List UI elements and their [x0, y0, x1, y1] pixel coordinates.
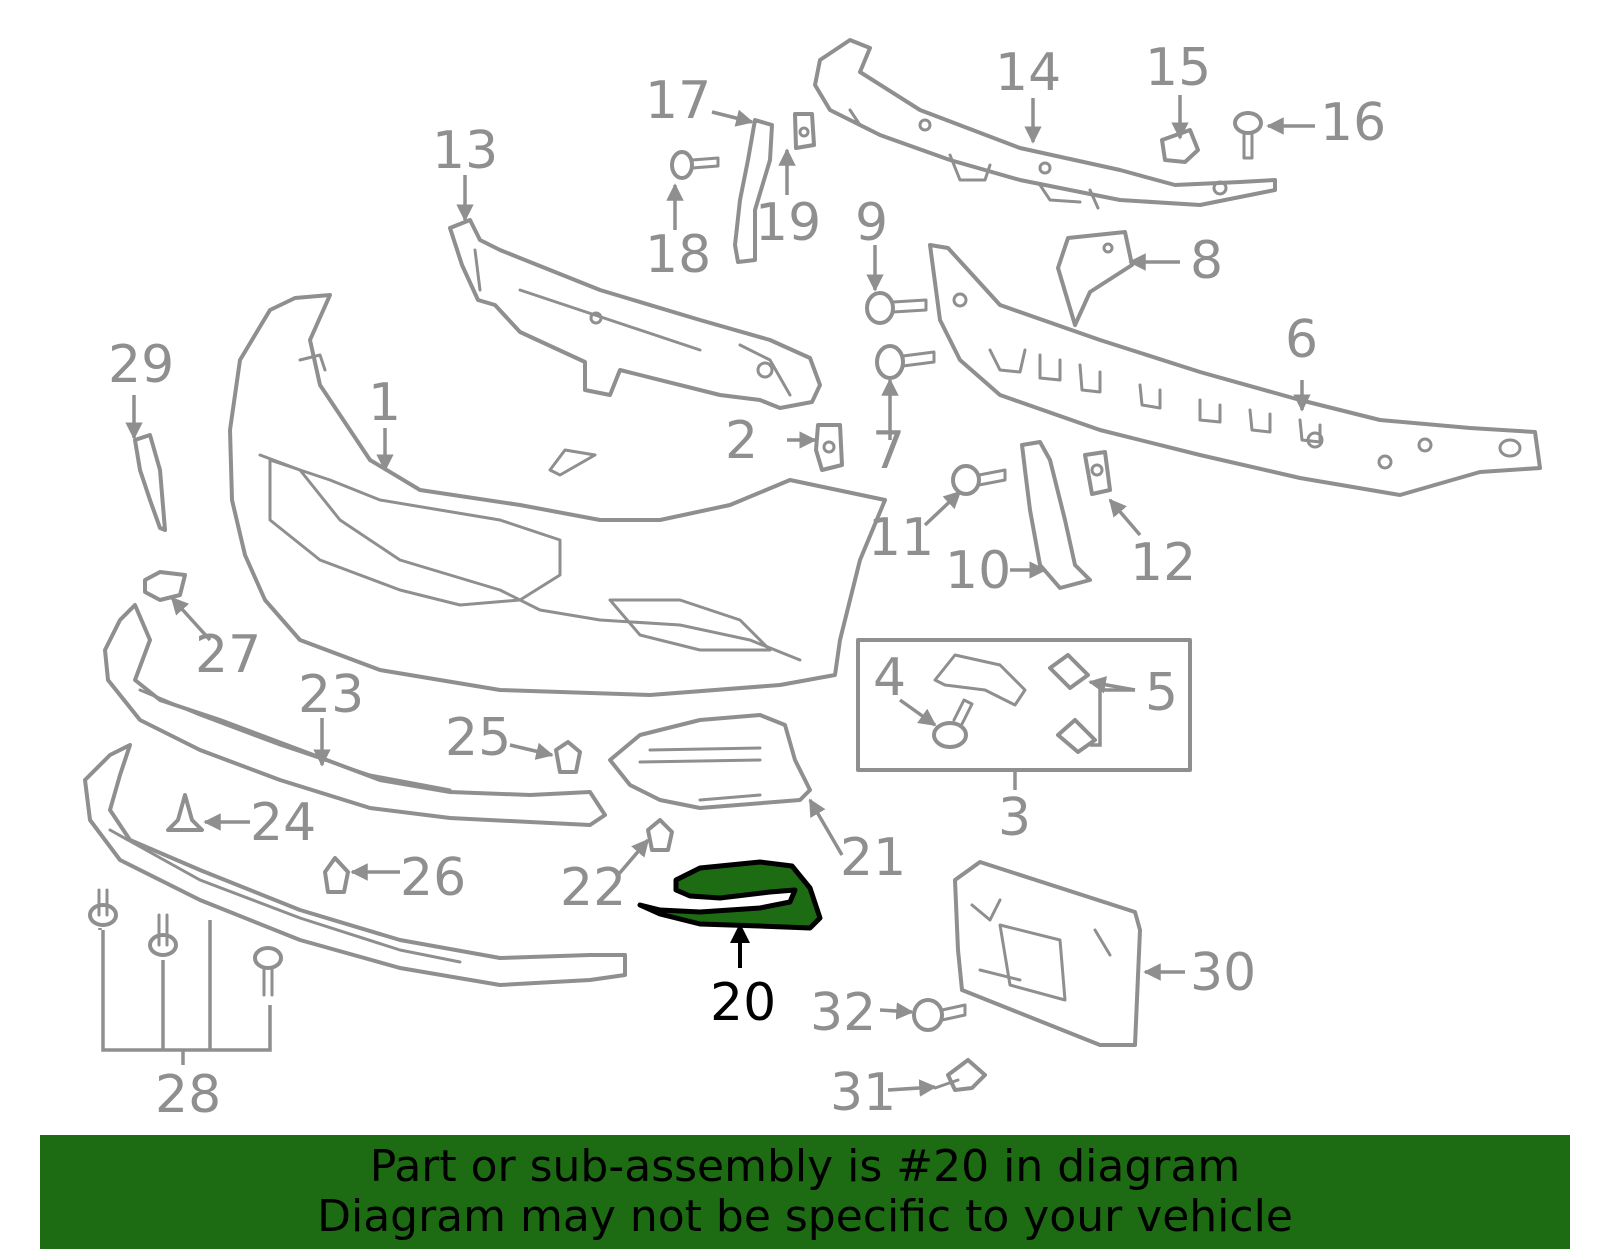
part-22-push-pin	[646, 818, 674, 852]
part-19-clip	[793, 112, 816, 150]
callout-15: 15	[1145, 38, 1211, 98]
part-9-bolt	[865, 291, 928, 325]
part-13-upper-bracket	[448, 218, 822, 410]
callout-30: 30	[1190, 943, 1256, 1003]
callout-9: 9	[855, 193, 888, 253]
callout-26: 26	[400, 848, 466, 908]
callout-1: 1	[368, 373, 401, 433]
part-8-bracket	[1056, 230, 1134, 327]
callout-18: 18	[645, 225, 711, 285]
callout-7: 7	[872, 421, 905, 481]
leader-lines	[98, 95, 1315, 1097]
part-23-lower-deflector	[103, 603, 607, 827]
part-28-lower-air-deflector	[83, 743, 627, 987]
callout-labels: 1 2 3 4 5 6 7 8 9 10 11 12 13 14 15 16 1…	[108, 38, 1386, 1125]
part-27-clip	[143, 570, 187, 602]
callout-8: 8	[1190, 231, 1223, 291]
part-3-kit-box	[856, 638, 1192, 772]
callout-6: 6	[1285, 310, 1318, 370]
part-30-license-plate-bracket	[953, 860, 1142, 1047]
callout-5: 5	[1145, 663, 1178, 723]
part-31-rivet	[933, 1058, 987, 1092]
part-32-bolt	[912, 998, 967, 1032]
callout-22: 22	[560, 858, 626, 918]
part-1-bumper-fascia	[228, 293, 887, 697]
callout-24: 24	[250, 793, 316, 853]
callout-29: 29	[108, 335, 174, 395]
callout-21: 21	[840, 828, 906, 888]
callout-25: 25	[445, 708, 511, 768]
part-info-banner: Part or sub-assembly is #20 in diagram D…	[40, 1135, 1570, 1249]
part-20-highlighted-trim	[637, 859, 823, 931]
part-24-push-pin	[166, 793, 204, 832]
callout-2: 2	[725, 411, 758, 471]
part-26-push-pin	[323, 856, 350, 894]
callout-3: 3	[998, 788, 1031, 848]
callout-23: 23	[298, 665, 364, 725]
part-29-bracket	[133, 433, 167, 532]
part-17-bracket	[733, 118, 774, 264]
part-16-screw	[1233, 111, 1263, 160]
callout-32: 32	[810, 983, 876, 1043]
part-21-fog-lamp-bezel	[608, 713, 812, 810]
part-2-clip	[814, 423, 844, 472]
part-6-impact-bar	[928, 243, 1542, 497]
callout-14: 14	[995, 43, 1061, 103]
banner-part-note: Part or sub-assembly is #20 in diagram	[369, 1141, 1241, 1192]
banner-disclaimer: Diagram may not be specific to your vehi…	[317, 1191, 1293, 1242]
callout-10: 10	[945, 541, 1011, 601]
part-11-bolt	[951, 464, 1007, 496]
callout-17: 17	[645, 71, 711, 131]
callout-19: 19	[755, 193, 821, 253]
callout-11: 11	[868, 508, 934, 568]
callout-12: 12	[1130, 533, 1196, 593]
callout-20-highlighted: 20	[710, 973, 776, 1033]
part-14-upper-tie-bar	[813, 38, 1277, 210]
part-7-bolt	[875, 344, 936, 380]
callout-16: 16	[1320, 93, 1386, 153]
part-10-bracket	[1020, 440, 1092, 590]
part-18-bolt	[670, 150, 720, 180]
callout-27: 27	[195, 625, 261, 685]
callout-31: 31	[830, 1063, 896, 1123]
callout-28: 28	[155, 1065, 221, 1125]
part-28-bolts	[88, 888, 283, 997]
part-25-push-pin	[554, 740, 582, 774]
callout-4: 4	[873, 648, 906, 708]
part-12-clip	[1083, 450, 1112, 496]
callout-13: 13	[432, 121, 498, 181]
